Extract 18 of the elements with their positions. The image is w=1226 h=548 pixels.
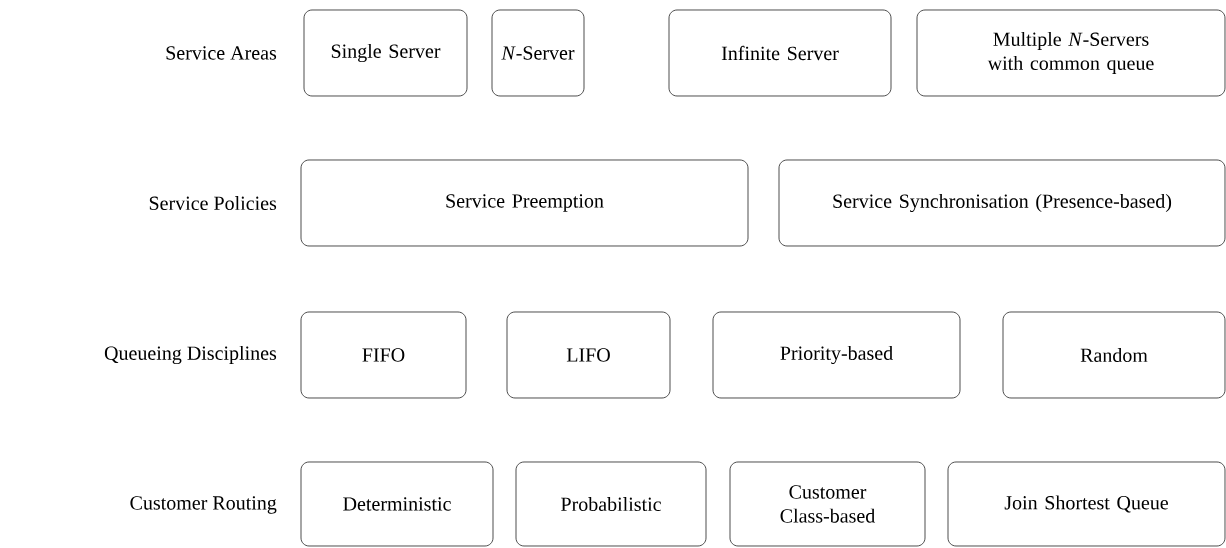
category-box: Priority-based xyxy=(712,311,961,399)
row-label: Queueing Disciplines xyxy=(104,345,277,365)
category-box: Probabilistic xyxy=(515,461,707,547)
category-box: LIFO xyxy=(506,311,671,399)
category-box: Join Shortest Queue xyxy=(947,461,1226,547)
category-box: Service Preemption xyxy=(300,159,749,247)
category-box: Customer Class-based xyxy=(729,461,926,547)
category-box: Single Server xyxy=(303,9,468,97)
category-box: Service Synchronisation (Presence-based) xyxy=(778,159,1226,247)
row-label: Service Areas xyxy=(166,46,277,60)
row-label: Customer Routing xyxy=(130,496,277,514)
category-box: Multiple N-Servers with common queue xyxy=(916,9,1226,97)
category-box: N-Server xyxy=(491,9,585,97)
category-box: Deterministic xyxy=(300,461,494,547)
category-box: Infinite Server xyxy=(668,9,892,97)
category-box: Random xyxy=(1002,311,1226,399)
row-label: Service Policies xyxy=(149,195,277,210)
category-box: FIFO xyxy=(300,311,467,399)
